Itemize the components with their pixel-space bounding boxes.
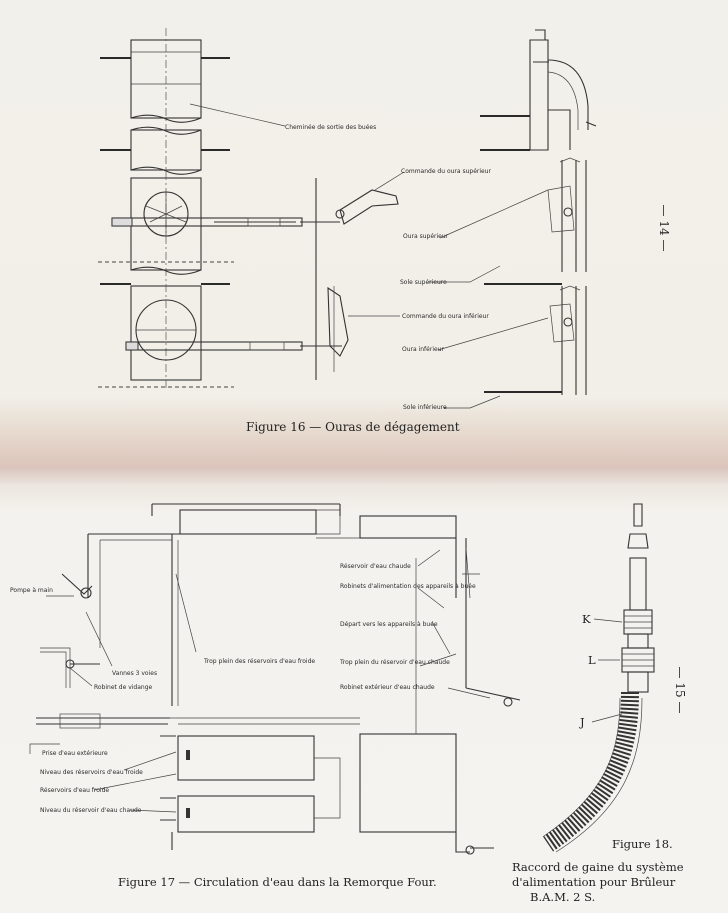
label-overflow-cold: Trop plein des réservoirs d'eau froide — [203, 658, 315, 665]
label-drain: Robinet de vidange — [94, 684, 153, 691]
lower-control-lever — [327, 286, 349, 357]
upper-control-lever — [339, 189, 399, 225]
label-feed-taps: Robinets d'alimentation des appareils à … — [340, 583, 476, 590]
label-upper-control: Commande du oura supérieur — [401, 168, 492, 175]
label-valves: Vannes 3 voies — [112, 670, 157, 677]
label-upper-sole: Sole supérieure — [400, 279, 447, 286]
label-lower-oura: Oura inférieur — [402, 346, 444, 353]
label-j: J — [579, 715, 585, 729]
figure-17-caption: Figure 17 — Circulation d'eau dans la Re… — [118, 875, 437, 889]
page-number-14: — 14 — — [657, 205, 671, 252]
hose-connector-drawing — [542, 503, 655, 853]
label-cold-tanks: Réservoirs d'eau froide — [40, 787, 109, 794]
label-pump: Pompe à main — [10, 587, 53, 594]
figure-18-caption-line2: d'alimentation pour Brûleur — [512, 875, 676, 889]
cold-tank-2 — [177, 795, 315, 833]
label-k: K — [582, 612, 591, 626]
label-outside-tap: Robinet extérieur d'eau chaude — [340, 684, 435, 691]
label-lower-control: Commande du oura inférieur — [402, 313, 489, 320]
label-lower-sole: Sole inférieure — [403, 404, 447, 411]
label-hot-tank: Réservoir d'eau chaude — [340, 563, 411, 570]
cold-tank-1 — [177, 735, 315, 781]
label-outside-intake: Prise d'eau extérieure — [42, 750, 108, 757]
page-14: Cheminée de sortie des buées Commande du… — [0, 0, 728, 468]
figure-18-caption-line1: Raccord de gaine du système — [512, 860, 684, 874]
label-departure: Départ vers les appareils à buée — [340, 621, 438, 628]
page-number-15: — 15 — — [673, 667, 687, 714]
hot-tank-top — [359, 515, 457, 539]
figure-16-caption: Figure 16 — Ouras de dégagement — [246, 420, 460, 434]
label-level-hot: Niveau du réservoir d'eau chaude — [40, 807, 142, 814]
page-15: Pompe à main Vannes 3 voies Robinet de v… — [0, 468, 728, 913]
label-chimney: Cheminée de sortie des buées — [285, 124, 376, 131]
water-circulation-diagram — [29, 503, 521, 855]
label-level-cold: Niveau des réservoirs d'eau froide — [40, 769, 143, 776]
figure-18-title: Figure 18. — [612, 837, 673, 851]
label-upper-oura: Oura supérieur — [403, 233, 449, 240]
label-l: L — [588, 653, 596, 667]
figure-17-18-drawing: Pompe à main Vannes 3 voies Robinet de v… — [10, 503, 687, 904]
figure-16-drawing: Cheminée de sortie des buées Commande du… — [98, 28, 671, 434]
figure-18-caption-line3: B.A.M. 2 S. — [530, 890, 595, 904]
label-overflow-hot: Trop plein du réservoir d'eau chaude — [339, 659, 450, 666]
hot-tank — [359, 733, 457, 833]
